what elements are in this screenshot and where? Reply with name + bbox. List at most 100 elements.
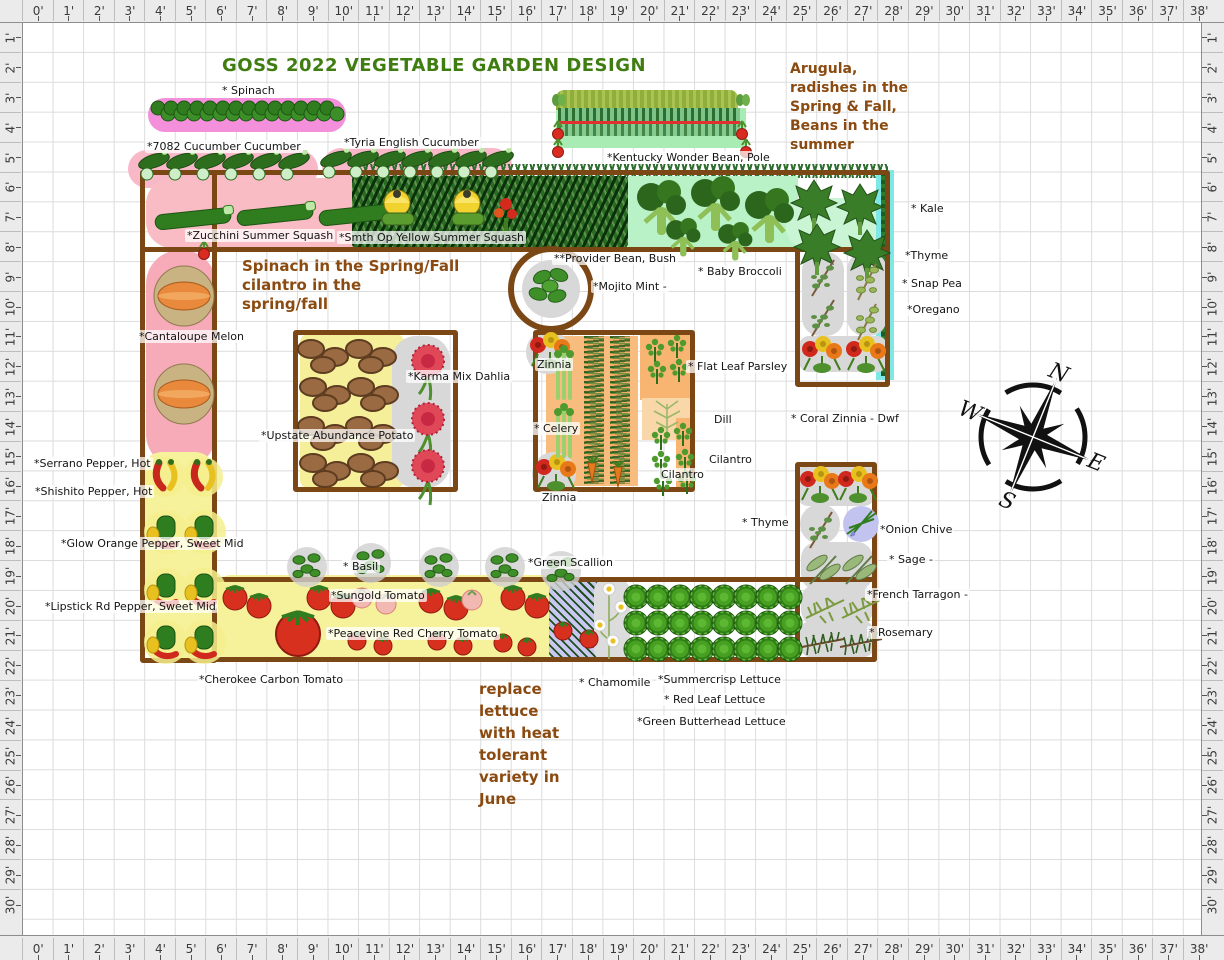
cherry-icon[interactable] bbox=[516, 634, 538, 658]
celery-icon[interactable] bbox=[550, 344, 578, 402]
ysq-icon[interactable] bbox=[438, 188, 496, 230]
sprig-icon[interactable] bbox=[650, 426, 672, 452]
plant-label[interactable]: *Green Butterhead Lettuce bbox=[635, 715, 788, 728]
redfl-icon[interactable] bbox=[492, 196, 520, 234]
plant-label[interactable]: * Celery bbox=[532, 422, 581, 435]
oreg-icon[interactable] bbox=[848, 298, 886, 344]
tarragon-icon[interactable] bbox=[838, 588, 884, 626]
plant-label[interactable]: * Kale bbox=[909, 202, 946, 215]
tomato-icon[interactable] bbox=[498, 580, 528, 612]
cherry-icon[interactable] bbox=[552, 618, 574, 642]
radish-row[interactable] bbox=[558, 108, 740, 122]
plant-label[interactable]: * Thyme bbox=[740, 516, 791, 529]
cham-icon[interactable] bbox=[593, 581, 629, 661]
cuke-icon[interactable] bbox=[164, 149, 200, 182]
plant-label[interactable]: *Onion Chive bbox=[878, 523, 955, 536]
sprout-icon[interactable] bbox=[735, 92, 751, 110]
sprout-icon[interactable] bbox=[551, 92, 567, 110]
cuke-icon[interactable] bbox=[453, 147, 489, 180]
tomato-icon[interactable] bbox=[522, 588, 552, 620]
lettuce-icon[interactable] bbox=[710, 636, 738, 663]
broc-icon[interactable] bbox=[716, 222, 754, 264]
spudrow-icon[interactable] bbox=[297, 337, 399, 375]
broc-icon[interactable] bbox=[742, 188, 796, 248]
plant-label[interactable]: *Summercrisp Lettuce bbox=[656, 673, 783, 686]
note-lettuce[interactable]: replace lettuce with heat tolerant varie… bbox=[479, 680, 560, 808]
sprig-icon[interactable] bbox=[644, 338, 666, 364]
basil-icon[interactable] bbox=[286, 546, 328, 588]
dahlia-icon[interactable] bbox=[406, 342, 450, 404]
plant-label[interactable]: *Smth Op Yellow Summer Squash bbox=[337, 231, 527, 244]
tomato-icon[interactable] bbox=[220, 580, 250, 612]
lettuce-icon[interactable] bbox=[776, 636, 804, 663]
melon-icon[interactable] bbox=[152, 362, 216, 426]
patch-tarragon-row[interactable] bbox=[801, 584, 873, 626]
carrot-row-2[interactable] bbox=[610, 336, 630, 484]
plant-label[interactable]: * Chamomile bbox=[577, 676, 653, 689]
plant-label[interactable]: *Tyria English Cucumber bbox=[342, 136, 481, 149]
dahlia-icon[interactable] bbox=[406, 447, 450, 509]
plant-label[interactable]: * Spinach bbox=[220, 84, 277, 97]
sage-icon[interactable] bbox=[802, 546, 844, 588]
thyme-icon[interactable] bbox=[804, 254, 842, 300]
oreg-icon[interactable] bbox=[848, 258, 886, 304]
plant-label[interactable]: * Red Leaf Lettuce bbox=[662, 693, 768, 706]
radish-icon[interactable] bbox=[550, 136, 566, 160]
cuke-icon[interactable] bbox=[480, 147, 516, 180]
radish-icon[interactable] bbox=[734, 118, 750, 142]
spin-icon[interactable] bbox=[319, 100, 345, 124]
thyme-icon[interactable] bbox=[802, 506, 840, 552]
plant-label[interactable]: *Green Scallion bbox=[526, 556, 615, 569]
spudrow-icon[interactable] bbox=[299, 375, 401, 413]
plant-label[interactable]: *Zucchini Summer Squash bbox=[185, 229, 336, 242]
radish-icon[interactable] bbox=[196, 238, 212, 262]
tarragon-icon[interactable] bbox=[802, 588, 848, 626]
arugula-row[interactable] bbox=[556, 90, 738, 110]
bean-seedling-row[interactable] bbox=[558, 124, 740, 136]
melon-icon[interactable] bbox=[152, 264, 216, 328]
plant-label[interactable]: * Baby Broccoli bbox=[696, 265, 784, 278]
carrot-row-1[interactable] bbox=[584, 336, 604, 484]
lettuce-icon[interactable] bbox=[776, 584, 804, 611]
sprig-icon[interactable] bbox=[646, 360, 668, 386]
pepperhot-icon[interactable] bbox=[182, 454, 224, 500]
lettuce-icon[interactable] bbox=[644, 636, 672, 663]
peppersweet-icon[interactable] bbox=[142, 618, 190, 666]
chivefan-icon[interactable] bbox=[840, 504, 882, 544]
plant-label[interactable]: Zinnia bbox=[540, 491, 579, 504]
peppersweet-icon[interactable] bbox=[180, 618, 228, 666]
sprig-icon[interactable] bbox=[666, 334, 688, 360]
plant-label[interactable]: * Rosemary bbox=[867, 626, 935, 639]
plant-label[interactable]: *Glow Orange Pepper, Sweet Mid bbox=[59, 537, 246, 550]
kale-icon[interactable] bbox=[792, 220, 842, 276]
plant-label[interactable]: Zinnia bbox=[535, 358, 574, 371]
plant-label[interactable]: *Cherokee Carbon Tomato bbox=[197, 673, 346, 686]
cuke-icon[interactable] bbox=[248, 149, 284, 182]
plant-label[interactable]: *Thyme bbox=[903, 249, 951, 262]
sprig-icon[interactable] bbox=[668, 358, 690, 384]
ysq-icon[interactable] bbox=[368, 188, 426, 230]
plant-label[interactable]: *7082 Cucumber Cucumber bbox=[145, 140, 303, 153]
page-title[interactable]: GOSS 2022 VEGETABLE GARDEN DESIGN bbox=[222, 55, 647, 76]
patch-thyme-col[interactable] bbox=[802, 252, 844, 336]
plant-label[interactable]: Cilantro bbox=[707, 453, 754, 466]
note-spinach[interactable]: Spinach in the Spring/Fall cilantro in t… bbox=[242, 257, 460, 313]
radish-icon[interactable] bbox=[550, 118, 566, 142]
lettuce-icon[interactable] bbox=[776, 610, 804, 637]
lettuce-icon[interactable] bbox=[666, 610, 694, 637]
plant-label[interactable]: * Basil bbox=[341, 560, 381, 573]
thyme-icon[interactable] bbox=[804, 294, 842, 340]
plant-label[interactable]: *Shishito Pepper, Hot bbox=[33, 485, 155, 498]
plant-label[interactable]: * Snap Pea bbox=[900, 277, 964, 290]
plant-label[interactable]: *Peacevine Red Cherry Tomato bbox=[326, 627, 500, 640]
tomatobig-icon[interactable] bbox=[272, 602, 324, 658]
mint-icon[interactable] bbox=[524, 261, 578, 315]
plant-label[interactable]: *Serrano Pepper, Hot bbox=[32, 457, 153, 470]
sungold-icon[interactable] bbox=[460, 588, 484, 612]
carrot-icon[interactable] bbox=[585, 456, 599, 484]
cuke-icon[interactable] bbox=[136, 149, 172, 182]
plant-label[interactable]: *Oregano bbox=[905, 303, 962, 316]
sprig-icon[interactable] bbox=[650, 450, 672, 476]
note-arugula[interactable]: Arugula, radishes in the Spring & Fall, … bbox=[790, 61, 908, 153]
zinnia3-icon[interactable] bbox=[796, 464, 844, 506]
